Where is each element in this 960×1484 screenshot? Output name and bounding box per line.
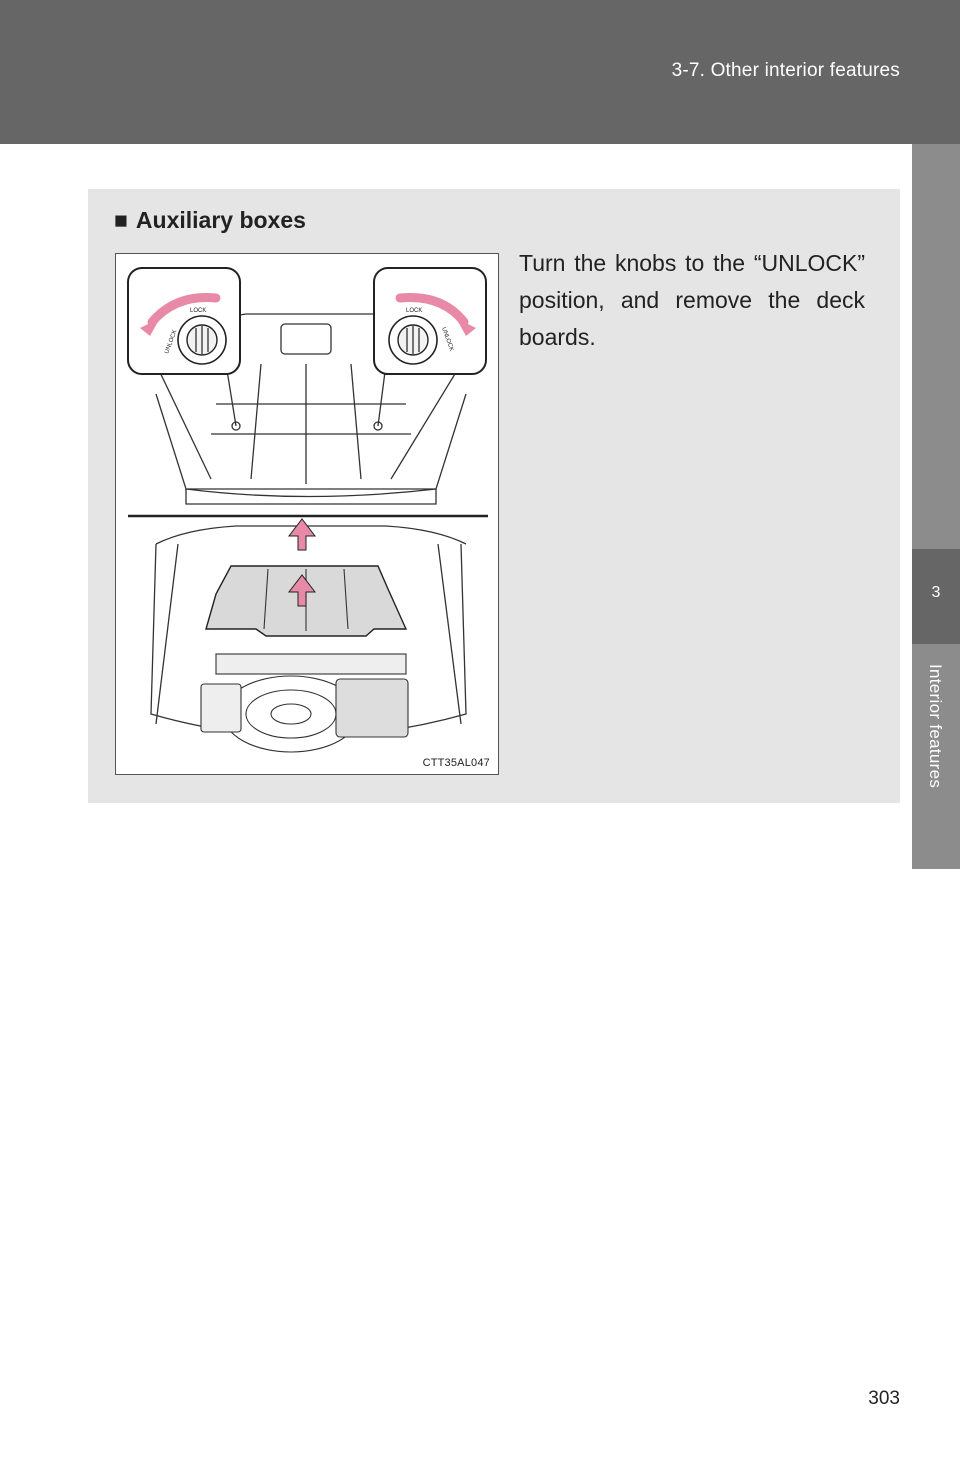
spare-tire-hub [270, 703, 312, 725]
auxiliary-box-right [335, 678, 409, 738]
section-heading: ■ Auxiliary boxes [114, 207, 306, 234]
deck-board-rib [350, 363, 362, 480]
chapter-side-tab: 3 Interior features [912, 144, 960, 1484]
figure-code: CTT35AL047 [422, 757, 490, 769]
side-tab-upper-block [912, 144, 960, 549]
rotate-arrow-left [147, 293, 221, 327]
cargo-illustration: LOCK UNLOCK LOCK UNLOCK [115, 253, 499, 775]
header-band: 3-7. Other interior features [0, 0, 960, 144]
lower-pillar-right [437, 543, 462, 725]
lower-pillar-left [155, 543, 179, 725]
chapter-label: Interior features [926, 664, 945, 789]
heading-text: Auxiliary boxes [135, 207, 306, 233]
knob-callout-left: LOCK UNLOCK [127, 267, 241, 375]
rotate-arrow-right [395, 293, 469, 327]
trunk-sill [185, 488, 437, 498]
chapter-number: 3 [931, 584, 941, 601]
auxiliary-box-left [200, 683, 242, 733]
bumper-edge [185, 489, 437, 505]
instruction-text: Turn the knobs to the “UNLOCK” position,… [519, 250, 865, 350]
rear-headrest [280, 323, 332, 355]
box-rim [215, 653, 407, 675]
content-panel: ■ Auxiliary boxes [88, 189, 900, 803]
knob-marker-left [231, 421, 241, 431]
lift-arrow-upper [287, 518, 317, 551]
lower-trunk-roof [155, 525, 467, 545]
pointer-right [390, 363, 462, 480]
knob-right-lock-label: LOCK [406, 308, 422, 314]
cargo-illustration-svg: LOCK UNLOCK LOCK UNLOCK [127, 267, 488, 753]
deck-board-rib [250, 363, 262, 480]
page-number: 303 [868, 1388, 900, 1409]
deck-rib [263, 568, 269, 630]
knob-marker-right [373, 421, 383, 431]
pointer-left [155, 363, 212, 480]
side-tab-label-block [912, 644, 960, 869]
lift-arrows [287, 518, 317, 607]
heading-bullet: ■ [114, 207, 128, 233]
section-title: 3-7. Other interior features [671, 60, 900, 81]
deck-rib [343, 568, 349, 630]
knob-left-lock-label: LOCK [190, 308, 206, 314]
lift-arrow-lower [287, 574, 317, 607]
side-tab-number-block [912, 549, 960, 644]
knob-callout-right: LOCK UNLOCK [373, 267, 487, 375]
trunk-floor-outline [155, 393, 467, 490]
